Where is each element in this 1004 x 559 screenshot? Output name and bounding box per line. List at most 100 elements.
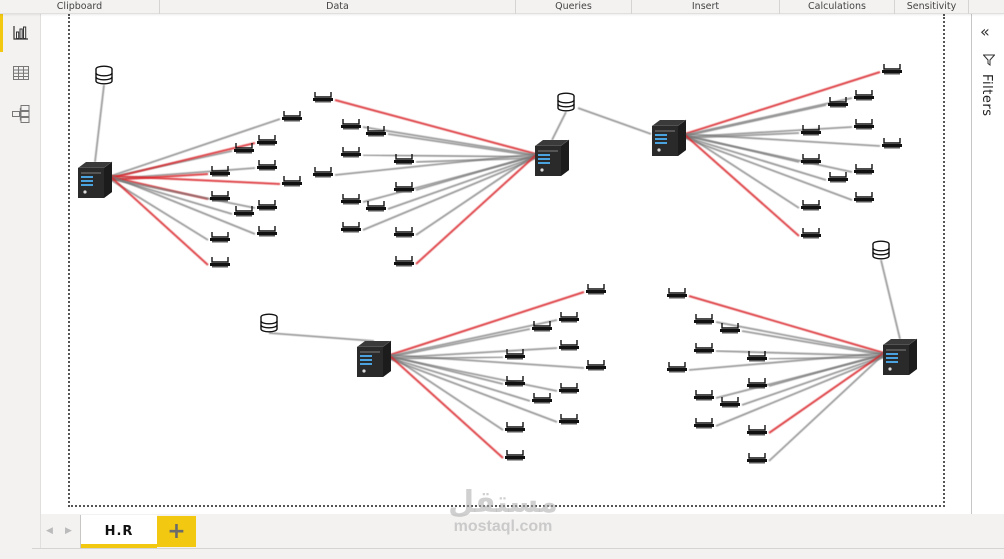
- network-link: [415, 153, 537, 236]
- add-page-button[interactable]: +: [157, 516, 196, 547]
- laptop-client-icon[interactable]: [827, 96, 849, 109]
- ribbon-group-data[interactable]: Data: [160, 0, 516, 14]
- laptop-client-icon[interactable]: [585, 359, 607, 372]
- laptop-client-icon[interactable]: [340, 146, 362, 159]
- filters-pane-collapsed[interactable]: « Filters: [971, 14, 1004, 514]
- network-link: [684, 133, 800, 209]
- laptop-client-icon[interactable]: [693, 417, 715, 430]
- laptop-client-icon[interactable]: [719, 396, 741, 409]
- laptop-client-icon[interactable]: [340, 221, 362, 234]
- laptop-client-icon[interactable]: [209, 231, 231, 244]
- filters-label[interactable]: Filters: [979, 74, 994, 117]
- server-icon[interactable]: [882, 338, 918, 376]
- laptop-client-icon[interactable]: [209, 190, 231, 203]
- network-link: [715, 356, 885, 427]
- laptop-client-icon[interactable]: [504, 375, 526, 388]
- server-icon[interactable]: [356, 340, 392, 378]
- database-icon[interactable]: [95, 65, 113, 85]
- laptop-client-icon[interactable]: [800, 153, 822, 166]
- laptop-client-icon[interactable]: [281, 110, 303, 123]
- ribbon-group-queries[interactable]: Queries: [516, 0, 632, 14]
- ribbon-group-labels: Clipboard Data Queries Insert Calculatio…: [0, 0, 1004, 14]
- laptop-client-icon[interactable]: [558, 413, 580, 426]
- laptop-client-icon[interactable]: [340, 118, 362, 131]
- laptop-client-icon[interactable]: [256, 134, 278, 147]
- laptop-client-icon[interactable]: [853, 191, 875, 204]
- database-icon[interactable]: [557, 92, 575, 112]
- ribbon-group-clipboard[interactable]: Clipboard: [0, 0, 160, 14]
- network-link: [94, 84, 105, 163]
- database-icon[interactable]: [872, 240, 890, 260]
- laptop-client-icon[interactable]: [256, 159, 278, 172]
- laptop-client-icon[interactable]: [504, 421, 526, 434]
- laptop-client-icon[interactable]: [800, 199, 822, 212]
- laptop-client-icon[interactable]: [393, 226, 415, 239]
- laptop-client-icon[interactable]: [585, 283, 607, 296]
- laptop-client-icon[interactable]: [312, 91, 334, 104]
- server-icon[interactable]: [651, 119, 687, 157]
- laptop-client-icon[interactable]: [393, 181, 415, 194]
- laptop-client-icon[interactable]: [853, 89, 875, 102]
- next-page-arrow[interactable]: ▶: [65, 526, 72, 536]
- report-view-button[interactable]: [0, 14, 41, 52]
- laptop-client-icon[interactable]: [853, 118, 875, 131]
- laptop-client-icon[interactable]: [393, 255, 415, 268]
- table-grid-icon: [12, 66, 29, 80]
- laptop-client-icon[interactable]: [558, 382, 580, 395]
- laptop-client-icon[interactable]: [693, 342, 715, 355]
- laptop-client-icon[interactable]: [340, 193, 362, 206]
- laptop-client-icon[interactable]: [209, 256, 231, 269]
- laptop-client-icon[interactable]: [693, 389, 715, 402]
- network-link: [551, 111, 567, 141]
- network-link: [334, 153, 537, 176]
- server-icon[interactable]: [534, 139, 570, 177]
- laptop-client-icon[interactable]: [853, 163, 875, 176]
- laptop-client-icon[interactable]: [800, 124, 822, 137]
- ribbon-group-calculations[interactable]: Calculations: [780, 0, 895, 14]
- laptop-client-icon[interactable]: [746, 424, 768, 437]
- ribbon-group-insert[interactable]: Insert: [632, 0, 780, 14]
- model-view-button[interactable]: [0, 95, 41, 133]
- laptop-client-icon[interactable]: [256, 199, 278, 212]
- laptop-client-icon[interactable]: [881, 63, 903, 76]
- network-link: [715, 321, 885, 355]
- highlighted-link: [684, 71, 881, 135]
- network-link: [110, 175, 256, 235]
- data-view-button[interactable]: [0, 54, 41, 92]
- laptop-client-icon[interactable]: [365, 200, 387, 213]
- laptop-client-icon[interactable]: [558, 339, 580, 352]
- report-page[interactable]: [68, 14, 945, 507]
- highlighted-link: [684, 134, 800, 237]
- network-link: [389, 328, 531, 358]
- laptop-client-icon[interactable]: [312, 166, 334, 179]
- laptop-client-icon[interactable]: [746, 377, 768, 390]
- laptop-client-icon[interactable]: [256, 225, 278, 238]
- laptop-client-icon[interactable]: [693, 313, 715, 326]
- expand-filters-button[interactable]: «: [980, 22, 990, 41]
- previous-page-arrow[interactable]: ◀: [46, 526, 53, 536]
- network-link: [389, 358, 558, 423]
- laptop-client-icon[interactable]: [666, 361, 688, 374]
- network-link: [715, 354, 885, 399]
- database-icon[interactable]: [260, 313, 278, 333]
- server-icon[interactable]: [77, 161, 113, 199]
- laptop-client-icon[interactable]: [666, 287, 688, 300]
- ribbon-group-sensitivity[interactable]: Sensitivity: [895, 0, 969, 14]
- laptop-client-icon[interactable]: [209, 165, 231, 178]
- network-link: [684, 133, 881, 147]
- page-tab-hr[interactable]: H.R: [80, 515, 157, 548]
- laptop-client-icon[interactable]: [881, 137, 903, 150]
- highlighted-link: [415, 154, 537, 265]
- laptop-client-icon[interactable]: [558, 311, 580, 324]
- laptop-client-icon[interactable]: [800, 227, 822, 240]
- network-link: [768, 353, 885, 462]
- laptop-client-icon[interactable]: [281, 175, 303, 188]
- network-link: [389, 354, 504, 431]
- page-tab-bar: ◀ ▶ H.R +: [41, 514, 1004, 549]
- laptop-client-icon[interactable]: [827, 171, 849, 184]
- laptop-client-icon[interactable]: [746, 452, 768, 465]
- laptop-client-icon[interactable]: [504, 449, 526, 462]
- laptop-client-icon[interactable]: [531, 392, 553, 405]
- network-link: [389, 356, 558, 392]
- highlighted-link: [334, 99, 537, 155]
